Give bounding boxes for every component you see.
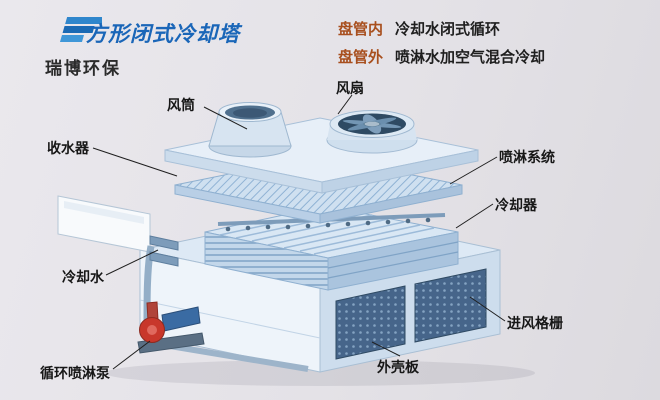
leader-fan-duct bbox=[203, 106, 248, 130]
legend-term: 盘管内 bbox=[338, 21, 384, 38]
label-spray-system: 喷淋系统 bbox=[499, 149, 555, 165]
spray-pump bbox=[137, 301, 205, 354]
detached-side-panel-ridge bbox=[64, 201, 144, 224]
fan-assembly bbox=[326, 110, 418, 154]
legend-row-coil-outside: 盘管外 喷淋水加空气混合冷却 bbox=[338, 46, 545, 67]
cooler-coil-block bbox=[204, 205, 459, 291]
legend-desc: 冷却水闭式循环 bbox=[395, 21, 501, 38]
label-fan-duct: 风筒 bbox=[167, 97, 195, 113]
air-inlet-grilles bbox=[335, 268, 487, 360]
label-fan: 风扇 bbox=[336, 80, 364, 96]
coil-side bbox=[327, 231, 459, 291]
label-spray-pump: 循环喷淋泵 bbox=[40, 365, 110, 381]
label-cooling-water: 冷却水 bbox=[62, 269, 104, 285]
logo-text: 瑞博环保 bbox=[45, 59, 121, 78]
leader-shell-panel bbox=[371, 341, 401, 357]
air-inlet-grille-right bbox=[414, 268, 487, 343]
leader-air-inlet bbox=[469, 296, 506, 322]
leader-drift-eliminator bbox=[92, 147, 178, 177]
leader-lines bbox=[92, 94, 506, 370]
leader-spray-system bbox=[449, 156, 498, 185]
legend-row-coil-inside: 盘管内 冷却水闭式循环 bbox=[338, 18, 545, 39]
leader-cooling-water bbox=[105, 249, 159, 276]
legend-term: 盘管外 bbox=[338, 49, 384, 66]
label-shell-panel: 外壳板 bbox=[377, 359, 419, 375]
spray-nozzles bbox=[225, 217, 431, 232]
label-cooler: 冷却器 bbox=[495, 197, 537, 213]
label-drift-eliminator: 收水器 bbox=[47, 140, 89, 156]
leader-fan bbox=[337, 94, 353, 115]
legend: 盘管内 冷却水闭式循环 盘管外 喷淋水加空气混合冷却 bbox=[338, 18, 545, 67]
logo-icon bbox=[59, 17, 102, 42]
page-title: 方形闭式冷却塔 bbox=[86, 23, 240, 46]
fan-duct-cylinder bbox=[208, 102, 292, 158]
fan-blades-icon bbox=[342, 114, 402, 134]
bottom-pipe bbox=[157, 341, 309, 372]
leader-spray-pump bbox=[112, 340, 151, 370]
legend-desc: 喷淋水加空气混合冷却 bbox=[395, 49, 546, 66]
label-air-inlet-grille: 进风格栅 bbox=[507, 315, 563, 331]
cooling-water-outlet-stub bbox=[149, 251, 179, 267]
cooling-water-pipes bbox=[143, 235, 309, 372]
air-inlet-grille-left bbox=[335, 285, 406, 360]
leader-cooler bbox=[455, 203, 494, 229]
cooling-water-inlet-stub bbox=[149, 235, 179, 251]
ground-shadow bbox=[105, 360, 535, 386]
